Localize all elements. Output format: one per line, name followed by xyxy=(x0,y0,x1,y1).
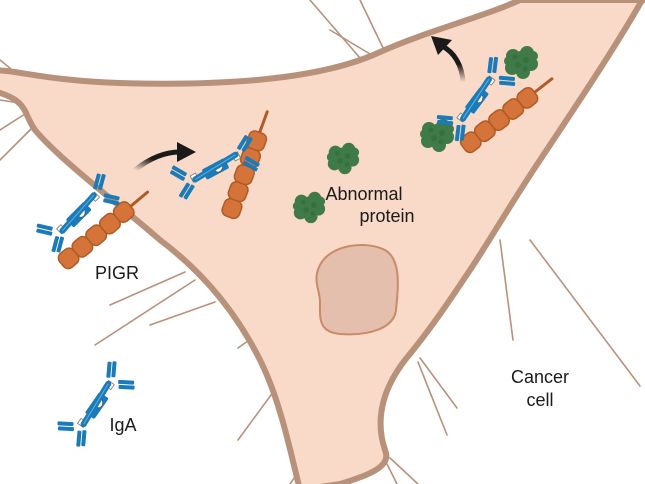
iga-label: IgA xyxy=(109,415,136,435)
nucleus xyxy=(315,244,399,336)
transport-arrow-icon xyxy=(132,142,196,173)
free-iga-antibody-icon xyxy=(52,359,139,448)
cancer-cell-label: Cancer xyxy=(511,367,569,387)
cancer-cell-label-line2: cell xyxy=(526,390,553,410)
secretion-arrow-icon xyxy=(431,36,466,85)
pigr-label: PIGR xyxy=(95,263,139,283)
abnormal-protein-label: Abnormal xyxy=(325,184,402,204)
pigr-receptor-icon xyxy=(54,183,155,273)
abnormal-protein-label-line2: protein xyxy=(359,206,414,226)
